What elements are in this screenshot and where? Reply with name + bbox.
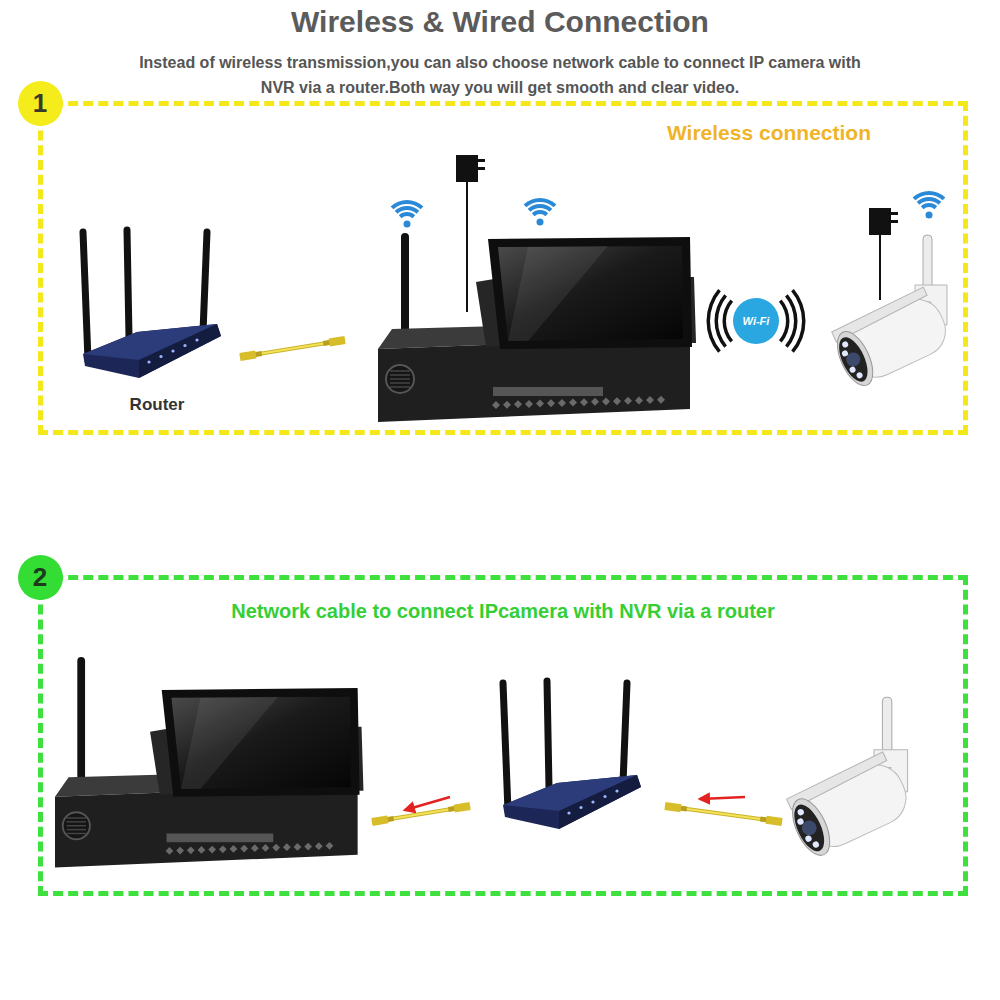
direction-arrow — [405, 797, 450, 810]
nvr-illustration — [55, 661, 363, 868]
badge-text: Wi-Fi — [743, 315, 770, 327]
camera-illustration — [827, 235, 954, 391]
panel-heading: Wireless connection — [667, 121, 871, 145]
wifi-badge: Wi-Fi — [733, 298, 779, 344]
router-illustration — [503, 681, 641, 829]
direction-arrow — [700, 797, 745, 799]
panel-heading: Network cable to connect IPcamera with N… — [231, 600, 775, 623]
router-illustration — [83, 230, 221, 378]
wifi-icon — [524, 198, 557, 226]
network-cable — [665, 806, 782, 822]
wifi-icon — [391, 200, 424, 228]
connection-panel: Network cable to connect IPcamera with N… — [38, 575, 968, 896]
camera-illustration — [782, 697, 916, 861]
network-cable — [240, 340, 345, 357]
power-adapter — [869, 208, 898, 300]
diagram-title: Wireless & Wired Connection — [0, 5, 1000, 39]
device-label: Router — [97, 394, 217, 416]
connection-panel: Wireless connectionWi-Fi — [38, 101, 968, 435]
badge-text: 2 — [33, 562, 47, 593]
step-number: 2 — [18, 555, 63, 600]
network-cable — [372, 806, 470, 822]
subtitle-note: Instead of wireless transmission,you can… — [125, 50, 875, 100]
step-number: 1 — [18, 81, 63, 126]
badge-text: 1 — [33, 88, 47, 119]
wifi-icon — [913, 191, 946, 219]
signal-waves — [707, 289, 806, 353]
nvr-illustration — [378, 237, 696, 422]
